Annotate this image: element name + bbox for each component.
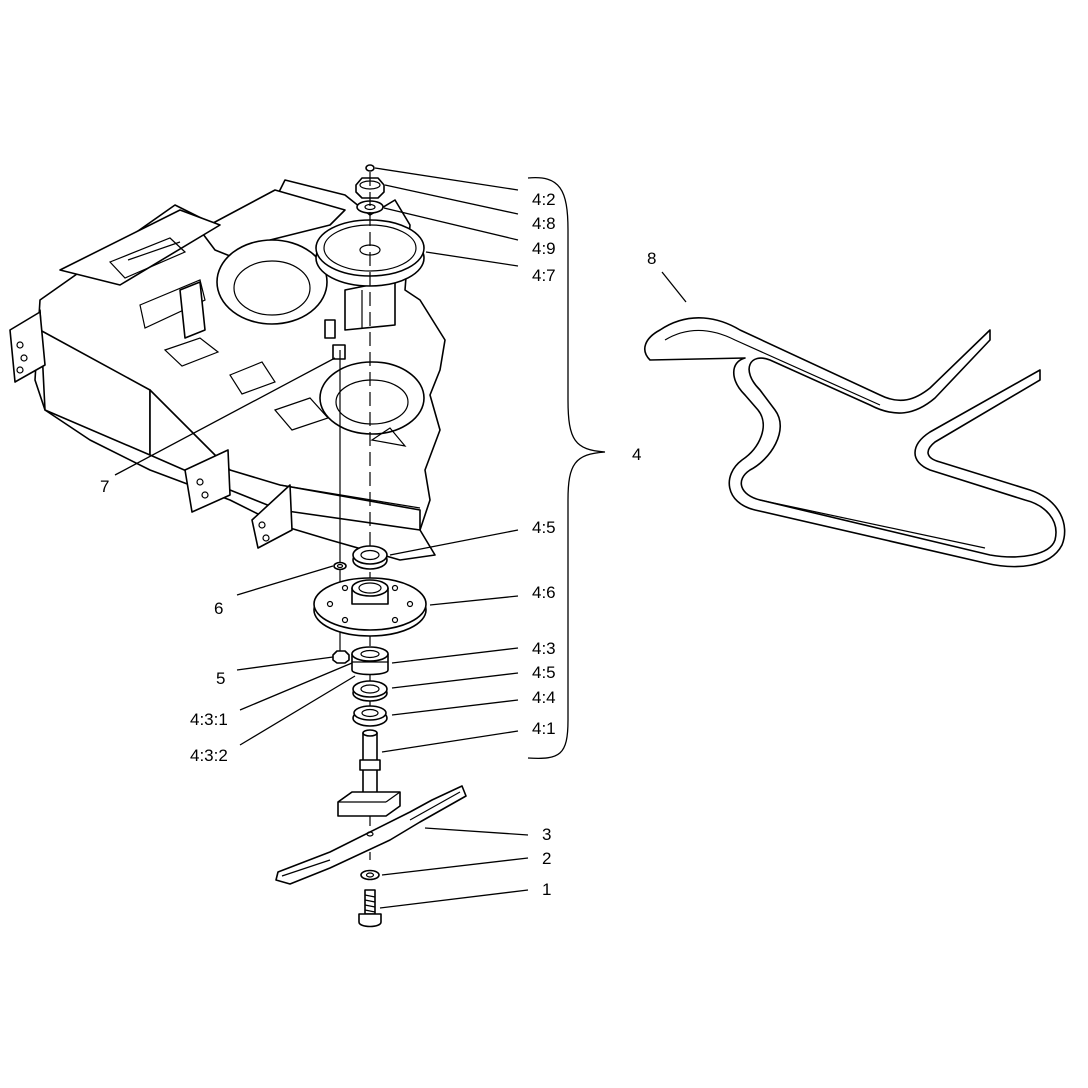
callout-4-9: 4:9 xyxy=(532,239,556,258)
part-washer-6 xyxy=(333,561,347,571)
callout-8: 8 xyxy=(647,249,656,268)
part-bearing-lower xyxy=(352,680,388,702)
callout-4-8: 4:8 xyxy=(532,214,556,233)
callout-6: 6 xyxy=(214,599,223,618)
part-drive-belt xyxy=(644,317,1066,568)
callout-4-1: 4:1 xyxy=(532,719,556,738)
part-seal xyxy=(352,705,388,727)
callout-4-4: 4:4 xyxy=(532,688,556,707)
part-blade-bolt xyxy=(358,889,382,928)
callout-2: 2 xyxy=(542,849,551,868)
callout-labels: 4:2 4:8 4:9 4:7 8 4 7 4:5 6 4:6 4:3 5 4:… xyxy=(100,190,656,899)
callout-4-3: 4:3 xyxy=(532,639,556,658)
callout-5: 5 xyxy=(216,669,225,688)
part-spindle-shaft xyxy=(337,729,401,817)
part-nut-small xyxy=(365,164,375,172)
callout-3: 3 xyxy=(542,825,551,844)
part-blade xyxy=(275,785,467,885)
callout-4-3-1: 4:3:1 xyxy=(190,710,228,729)
part-nut xyxy=(355,177,385,199)
part-bearing-assembly xyxy=(351,646,389,676)
assembly-4-brace xyxy=(527,176,606,760)
part-spindle-housing xyxy=(313,577,427,637)
callout-4-3-2: 4:3:2 xyxy=(190,746,228,765)
callout-4-2: 4:2 xyxy=(532,190,556,209)
callout-7: 7 xyxy=(100,477,109,496)
callout-4-5-lower: 4:5 xyxy=(532,663,556,682)
callout-1: 1 xyxy=(542,880,551,899)
callout-4: 4 xyxy=(632,445,641,464)
blade-hardware xyxy=(275,785,467,928)
part-nut-5 xyxy=(332,650,350,664)
callout-4-6: 4:6 xyxy=(532,583,556,602)
spindle-housing-parts xyxy=(313,545,427,817)
callout-4-5-upper: 4:5 xyxy=(532,518,556,537)
leader-lines xyxy=(114,167,687,909)
part-bearing-upper xyxy=(352,545,388,570)
part-blade-washer xyxy=(360,869,380,881)
callout-4-7: 4:7 xyxy=(532,266,556,285)
